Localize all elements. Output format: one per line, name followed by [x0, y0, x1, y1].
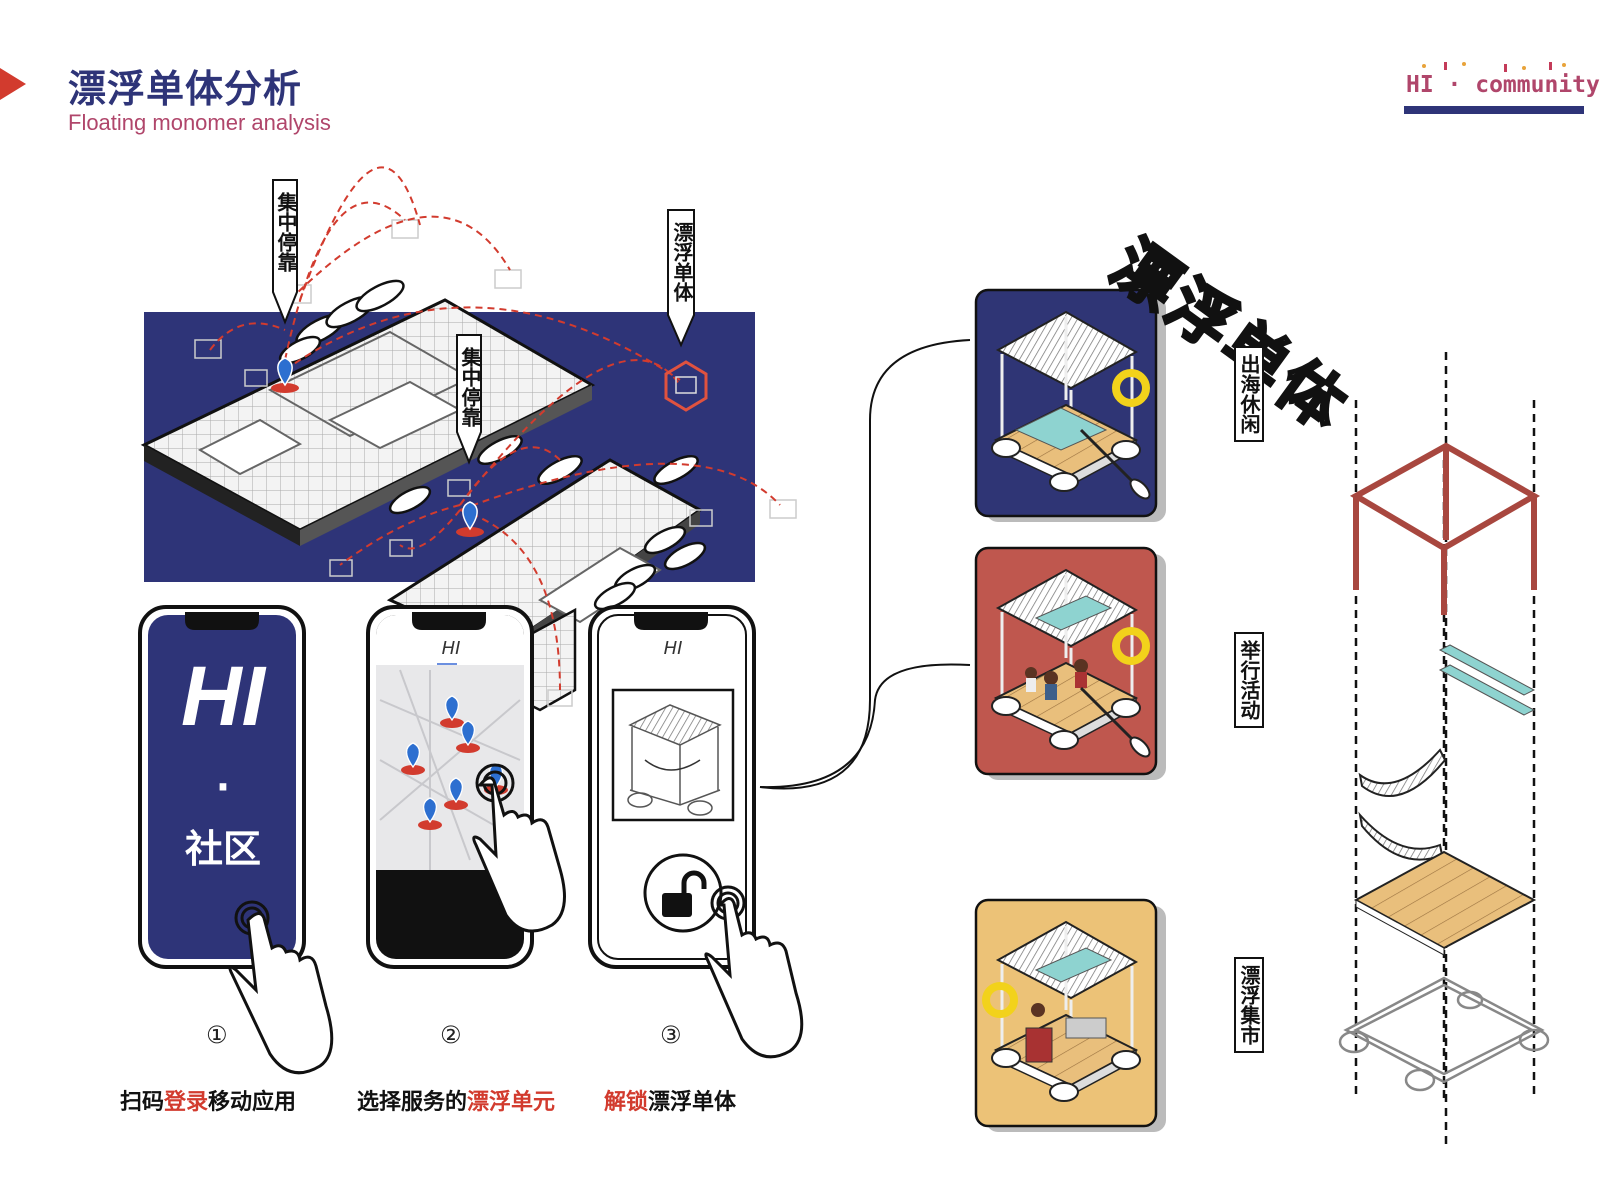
hand-tap-icon — [228, 900, 334, 1075]
phone-3-app-title: HI — [663, 638, 683, 659]
step-3-caption: 解锁漂浮单体 — [604, 1090, 737, 1115]
phone-1-brand: HI — [181, 649, 265, 743]
step-3-number: ③ — [660, 1021, 682, 1049]
pin-label-docking-2: 集中停靠 — [458, 347, 482, 427]
lifebuoy-icon — [1112, 369, 1150, 407]
step-1-number: ① — [206, 1021, 228, 1049]
mode-label-leisure: 出海休闲 — [1234, 346, 1264, 442]
hammock-icon — [1358, 748, 1447, 861]
paddle-icon — [1079, 428, 1151, 500]
map-pin-icon — [401, 695, 508, 830]
map-pin-icon — [456, 501, 484, 537]
connector-lines — [759, 339, 971, 790]
pavilion-illustration — [982, 920, 1141, 1102]
lifebuoy-icon — [982, 982, 1018, 1018]
hand-tap-icon — [472, 763, 566, 933]
map-pin-icon — [271, 357, 299, 393]
harbor-map — [140, 166, 797, 712]
step-1-caption: 扫码登录移动应用 — [120, 1090, 297, 1115]
lifebuoy-icon — [1112, 627, 1150, 665]
page-title: 漂浮单体分析 — [68, 67, 303, 111]
pin-label-floating-unit: 漂浮单体 — [670, 222, 694, 302]
phone-2-app-title: HI — [441, 638, 461, 659]
phone-1 — [138, 605, 306, 969]
pavilion-illustration — [991, 310, 1151, 500]
paddle-icon — [1079, 686, 1151, 758]
pavilion-illustration — [991, 568, 1151, 758]
phone-1-dot: · — [215, 765, 231, 809]
play-triangle-icon — [0, 68, 26, 100]
hand-tap-icon — [704, 885, 804, 1059]
page-subtitle: Floating monomer analysis — [68, 110, 331, 135]
logo: HI · community — [1404, 60, 1600, 116]
phone-1-sub: 社区 — [184, 827, 261, 871]
unlock-icon — [662, 870, 707, 917]
mode-label-market: 漂浮集市 — [1234, 957, 1264, 1053]
step-2-caption: 选择服务的漂浮单元 — [357, 1090, 556, 1115]
mode-label-event: 举行活动 — [1234, 632, 1264, 728]
pin-label-docking-1: 集中停靠 — [274, 192, 298, 272]
step-2-number: ② — [440, 1021, 462, 1049]
phone-3 — [588, 605, 756, 969]
logo-text: HI · community — [1406, 72, 1600, 98]
exploded-axonometric — [1338, 352, 1550, 1150]
